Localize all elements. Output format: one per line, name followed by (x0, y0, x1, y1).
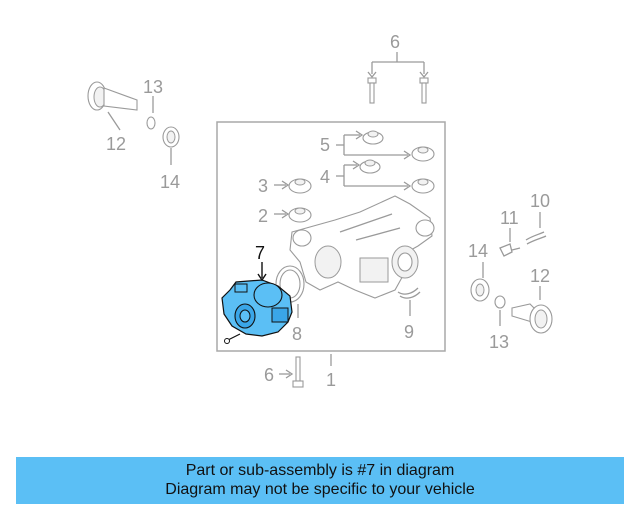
part-13-right-ring[interactable] (494, 295, 506, 326)
callout-1[interactable]: 1 (326, 370, 336, 390)
callout-11[interactable]: 11 (500, 208, 519, 228)
part-12-left-shaft[interactable] (87, 81, 138, 131)
callout-2[interactable]: 2 (258, 206, 268, 226)
part-11-bracket[interactable] (499, 228, 521, 257)
callout-6-top[interactable]: 6 (390, 32, 400, 52)
caption-line-2: Diagram may not be specific to your vehi… (165, 481, 475, 498)
part-4-caps[interactable] (336, 159, 435, 194)
callout-12-left[interactable]: 12 (106, 134, 126, 154)
part-13-left-ring[interactable] (146, 96, 156, 130)
part-9-hose[interactable] (397, 287, 421, 316)
callout-14-right[interactable]: 14 (468, 241, 488, 261)
callout-4[interactable]: 4 (320, 167, 330, 187)
callout-12-right[interactable]: 12 (530, 266, 550, 286)
assembly-frame (216, 121, 446, 352)
part-6-bolts-top[interactable] (367, 52, 429, 104)
part-14-left-seal[interactable] (162, 126, 180, 165)
part-10-clip[interactable] (525, 212, 547, 245)
part-12-right-shaft[interactable] (511, 286, 553, 334)
part-3-cap[interactable] (274, 178, 312, 194)
callout-8[interactable]: 8 (292, 324, 302, 344)
info-banner: Part or sub-assembly is #7 in diagram Di… (16, 457, 624, 504)
caption-line-1: Part or sub-assembly is #7 in diagram (185, 462, 455, 479)
callout-13-left[interactable]: 13 (143, 77, 163, 97)
callout-7[interactable]: 7 (255, 243, 265, 263)
part-6-bolt-bottom[interactable] (279, 354, 332, 388)
part-7-highlighted-housing[interactable] (221, 279, 293, 344)
differential-carrier-housing (289, 195, 435, 299)
part-2-cap[interactable] (274, 207, 312, 223)
callout-7-arrow (257, 262, 267, 282)
callout-10[interactable]: 10 (530, 191, 550, 211)
callout-3[interactable]: 3 (258, 176, 268, 196)
callout-14-left[interactable]: 14 (160, 172, 180, 192)
part-5-caps[interactable] (336, 130, 435, 162)
callout-5[interactable]: 5 (320, 135, 330, 155)
callout-9[interactable]: 9 (404, 322, 414, 342)
part-14-right-seal[interactable] (470, 262, 490, 302)
callout-6-bottom[interactable]: 6 (264, 365, 274, 385)
callout-13-right[interactable]: 13 (489, 332, 509, 352)
